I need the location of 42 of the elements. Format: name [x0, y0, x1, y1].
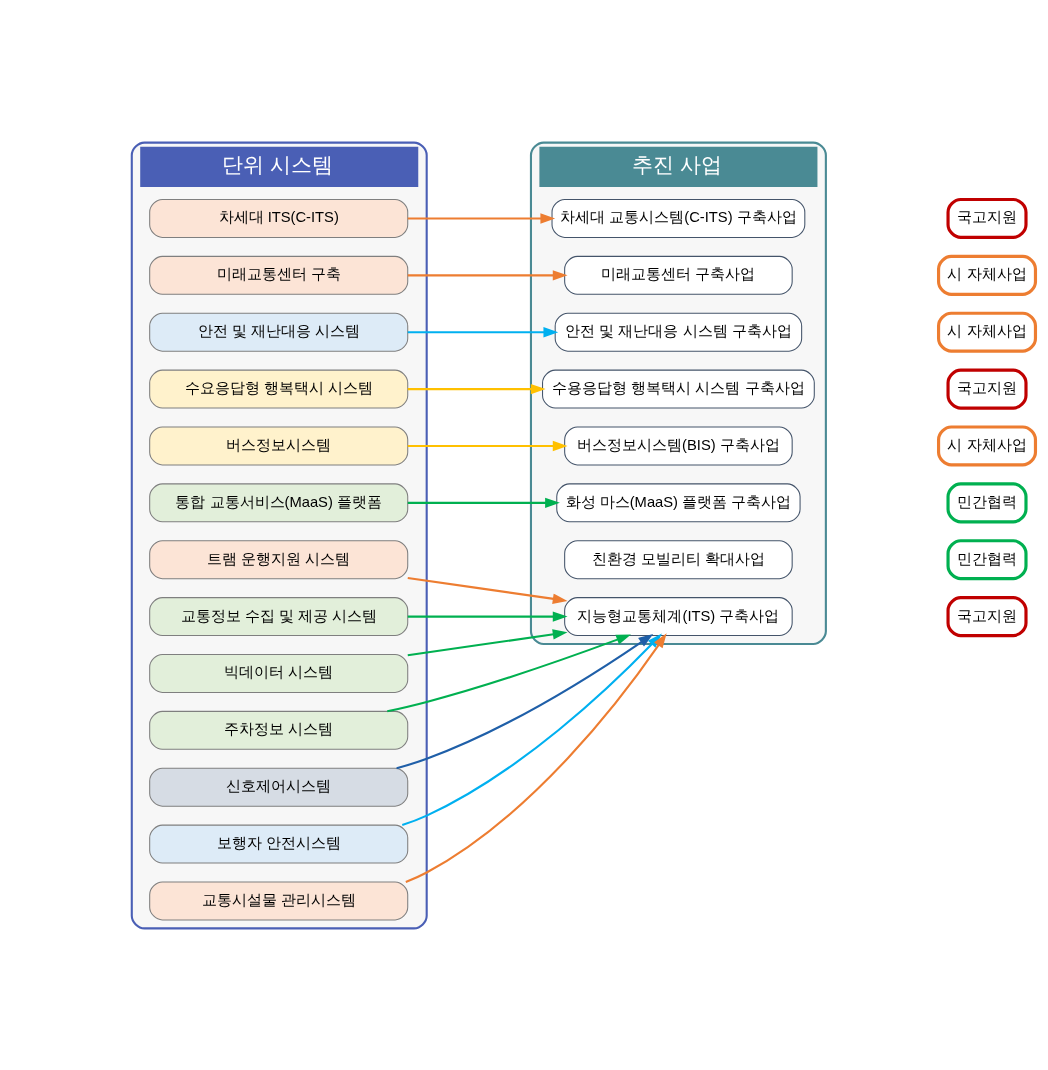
- arrow: [407, 497, 560, 508]
- node-box: 신호제어시스템: [149, 767, 409, 807]
- arrow: [396, 633, 654, 769]
- node-box: 수용응답형 행복택시 시스템 구축사업: [542, 369, 815, 409]
- node-box: 국고지원: [946, 197, 1028, 239]
- node-box: 국고지원: [946, 368, 1028, 410]
- arrow: [407, 326, 559, 337]
- node-box: 미래교통센터 구축사업: [564, 255, 793, 295]
- node-box: 교통시설물 관리시스템: [149, 881, 409, 920]
- node-box: 트램 운행지원 시스템: [149, 539, 409, 579]
- node-box: 안전 및 재난대응 시스템: [149, 312, 409, 352]
- arrow: [407, 212, 556, 224]
- node-box: 화성 마스(MaaS) 플랫폼 구축사업: [556, 482, 801, 522]
- node-box: 버스정보시스템(BIS) 구축사업: [564, 426, 793, 465]
- arrow: [407, 628, 568, 656]
- node-box: 지능형교통체계(ITS) 구축사업: [564, 596, 793, 636]
- arrow: [407, 440, 568, 451]
- arrow: [407, 269, 568, 280]
- node-box: 민간협력: [946, 481, 1028, 523]
- arrow: [405, 632, 667, 883]
- arrow: [407, 610, 568, 622]
- node-box: 친환경 모빌리티 확대사업: [564, 539, 793, 579]
- node-box: 통합 교통서비스(MaaS) 플랫폼: [149, 482, 409, 522]
- arrow: [387, 634, 631, 712]
- node-box: 시 자체사업: [937, 254, 1038, 296]
- arrow: [401, 633, 662, 826]
- node-box: 버스정보시스템: [149, 426, 409, 465]
- arrow: [407, 576, 568, 604]
- node-box: 국고지원: [946, 595, 1028, 637]
- node-box: 수요응답형 행복택시 시스템: [149, 369, 409, 409]
- arrow: [407, 383, 546, 394]
- node-box: 교통정보 수집 및 제공 시스템: [149, 596, 409, 636]
- node-box: 보행자 안전시스템: [149, 824, 409, 864]
- node-box: 미래교통센터 구축: [149, 255, 409, 295]
- node-box: 주차정보 시스템: [149, 710, 409, 750]
- node-box: 차세대 ITS(C-ITS): [149, 198, 409, 238]
- node-box: 안전 및 재난대응 시스템 구축사업: [554, 312, 803, 352]
- node-box: 빅데이터 시스템: [149, 653, 409, 693]
- node-box: 민간협력: [946, 538, 1028, 580]
- node-box: 차세대 교통시스템(C-ITS) 구축사업: [551, 198, 806, 238]
- node-box: 시 자체사업: [937, 311, 1038, 353]
- node-box: 시 자체사업: [937, 424, 1038, 466]
